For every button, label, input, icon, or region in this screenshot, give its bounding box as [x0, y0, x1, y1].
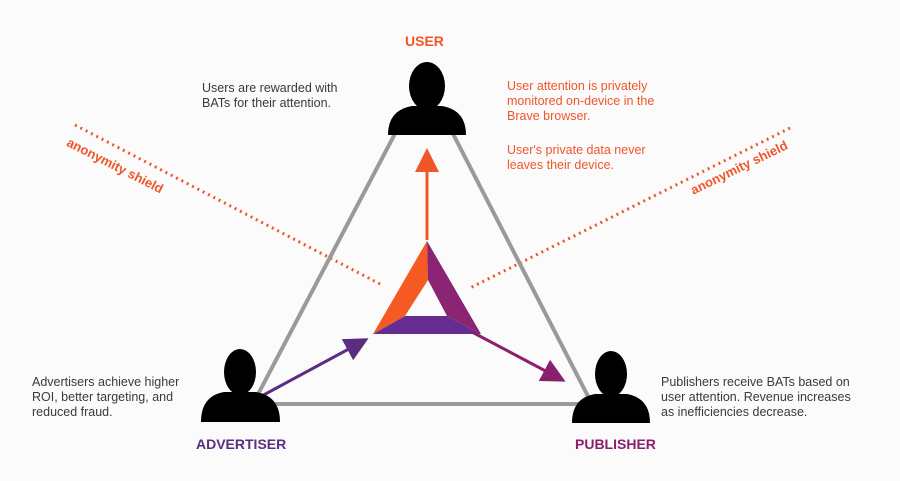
text-line: Users are rewarded with — [202, 81, 338, 95]
advertiser-label: ADVERTISER — [196, 436, 287, 452]
text-line: Publishers receive BATs based on — [661, 375, 850, 389]
anonymity-shield-line-left — [74, 123, 381, 286]
text-line: Advertisers achieve higher — [32, 375, 180, 389]
publisher-person-icon — [572, 351, 650, 423]
arrow-to-publisher — [471, 330, 566, 382]
publisher-text: Publishers receive BATs based on user at… — [661, 375, 851, 420]
user-data-text: User's private data never leaves their d… — [507, 143, 646, 173]
text-line: user attention. Revenue increases — [661, 390, 851, 404]
text-line: BATs for their attention. — [202, 96, 331, 110]
user-person-icon — [388, 62, 466, 135]
text-line: reduced fraud. — [32, 405, 113, 419]
advertiser-text: Advertisers achieve higher ROI, better t… — [32, 375, 179, 420]
text-line: User attention is privately — [507, 79, 648, 93]
arrow-from-advertiser — [257, 338, 369, 400]
text-line: User's private data never — [507, 143, 646, 157]
text-line: leaves their device. — [507, 158, 615, 172]
text-line: as inefficiencies decrease. — [661, 405, 808, 419]
publisher-label: PUBLISHER — [575, 436, 656, 452]
text-line: monitored on-device in the — [507, 94, 655, 108]
relationship-triangle — [253, 127, 594, 406]
advertiser-person-icon — [201, 349, 280, 422]
user-label: USER — [405, 33, 444, 49]
user-reward-text: Users are rewarded with BATs for their a… — [202, 81, 337, 111]
bat-logo-icon — [373, 241, 481, 334]
text-line: ROI, better targeting, and — [32, 390, 174, 404]
text-line: Brave browser. — [507, 109, 591, 123]
user-privacy-text: User attention is privately monitored on… — [507, 79, 654, 124]
